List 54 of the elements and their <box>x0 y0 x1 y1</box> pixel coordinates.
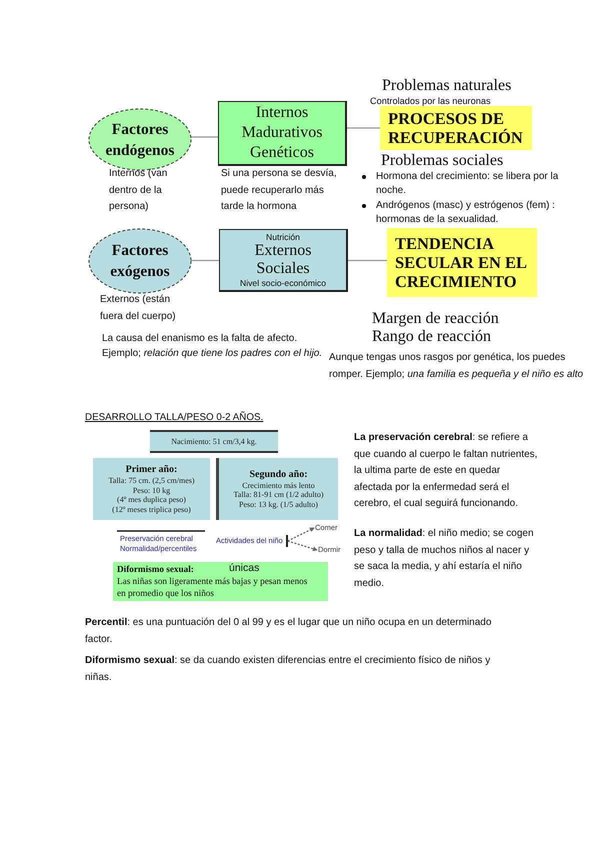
slide-text: Crecimiento más lento <box>242 480 315 490</box>
slide-heading: Segundo año: <box>249 468 308 481</box>
connector-line <box>191 260 219 262</box>
slide-text: Las niñas son ligeramente más bajas y pesan menos en promedio que los niños <box>117 576 308 599</box>
slide-text: Nacimiento: 51 cm/3,4 kg. <box>171 436 257 446</box>
heading-text: Margen de reacción <box>372 310 499 327</box>
note-text: Si una persona se desvía, puede recuperarlo más tarde la hormona <box>221 167 338 214</box>
heading-text: Rango de reacción <box>372 328 492 345</box>
box-label: Externos Sociales <box>254 242 312 278</box>
factor-ellipse <box>88 228 192 294</box>
slide-box <box>150 430 278 453</box>
slide-box <box>216 458 338 520</box>
box-caption: Nutrición <box>266 232 300 242</box>
concept-box <box>218 101 347 166</box>
bullet-text: Hormona del crecimiento: se libera por la noche. <box>376 170 560 198</box>
dashed-arrow <box>287 527 315 542</box>
slide-text: Peso: 13 kg. (1/5 adulto) <box>239 500 318 510</box>
section-heading: DESARROLLO TALLA/PESO 0-2 AÑOS. <box>85 411 264 425</box>
highlight-box <box>380 106 532 150</box>
note-text: La causa del enanismo es la falta de afecto. <box>102 332 298 346</box>
box-label: Internos Madurativos Genéticos <box>240 103 324 163</box>
connector-line <box>348 260 387 262</box>
box-caption: Nivel socio-económico <box>240 278 326 288</box>
paragraph-text: Percentil: es una puntuación del 0 al 99 y es el lugar que un niño ocupa en un determinado factor. <box>85 616 492 646</box>
paragraph-text: La preservación cerebral: se refiere a que cuando al cuerpo le faltan nutrientes, la ultima parte de este en quedar afectada por la enfermedad será el cerebro, el cual seguirá funcionando. <box>354 431 538 511</box>
heading-text: Problemas naturales <box>382 77 512 94</box>
note-text: Aunque tengas unos rasgos por genética, los puedes romper. Ejemplo; una familia es pequeña y el niño es alto <box>329 351 584 382</box>
slide-text: (12º meses triplica peso) <box>112 504 191 514</box>
paragraph-text: Diformismo sexual: se da cuando existen diferencias entre el crecimiento físico de niños y niñas. <box>85 654 492 684</box>
slide-heading: Primer año: <box>126 464 178 476</box>
note-text: Controlados por las neuronas <box>370 95 491 107</box>
note-text: Externos (están fuera del cuerpo) <box>100 293 177 324</box>
connector-line <box>347 127 380 129</box>
factor-label: Factores endógenos <box>104 120 176 160</box>
box-label: TENDENCIA SECULAR EN EL CRECIMIENTO <box>395 234 528 291</box>
note-text: Internos (van dentro de la persona) <box>109 167 168 214</box>
bullet-text: Andrógenos (masc) y estrógenos (fem) : hormonas de la sexualidad. <box>376 199 556 227</box>
slide-note: únicas <box>229 562 260 575</box>
connector-line <box>190 136 218 138</box>
note-text: Ejemplo; relación que tiene los padres con el hijo. <box>102 347 322 361</box>
highlight-box <box>387 228 537 297</box>
dashed-arrow <box>288 540 318 552</box>
slide-text: Peso: 10 kg <box>132 486 170 495</box>
slide-text: (4º mes duplica peso) <box>117 495 186 504</box>
paragraph-text: La normalidad: el niño medio; se cogen peso y talla de muchos niños al nacer y se saca la media, y ahí estaría el niño medio. <box>354 527 535 590</box>
slide-text: Talla: 75 cm. (2,5 cm/mes) <box>108 476 195 486</box>
box-label: PROCESOS DE RECUPERACIÓN <box>388 109 524 147</box>
slide-box <box>113 562 328 601</box>
slide-heading: Diformismo sexual: <box>117 564 194 575</box>
slide-box <box>93 458 210 520</box>
factor-label: Factores exógenos <box>109 241 171 282</box>
heading-text: Problemas sociales <box>381 152 504 169</box>
concept-box <box>219 229 348 292</box>
slide-text: Talla: 81-91 cm (1/2 adulto) <box>233 490 324 500</box>
